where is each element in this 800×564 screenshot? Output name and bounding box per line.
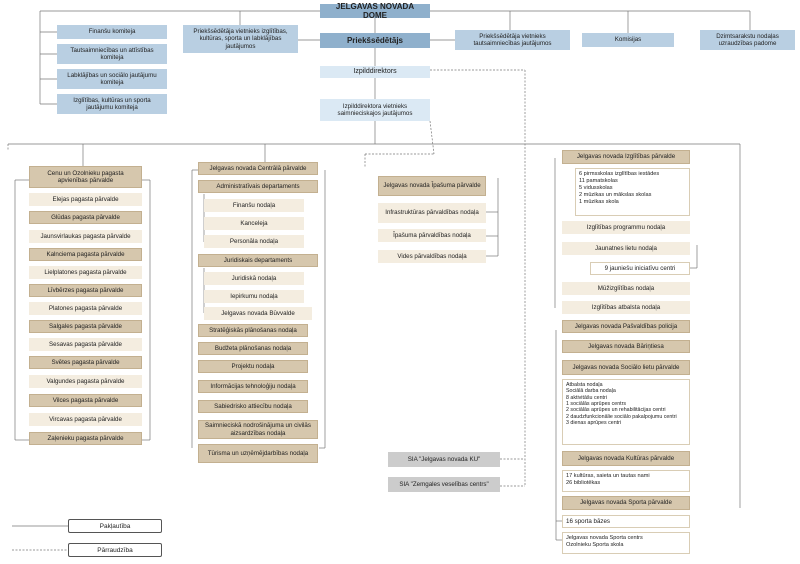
parish-item[interactable]: Kalnciema pagasta pārvalde bbox=[29, 248, 142, 261]
central-unit[interactable]: Informācijas tehnoloģiju nodaļa bbox=[198, 380, 308, 393]
parish-item[interactable]: Glūdas pagasta pārvalde bbox=[29, 211, 142, 224]
social-units-list: Atbalsta nodaļa Sociālā darba nodaļa 8 a… bbox=[562, 379, 690, 445]
central-unit[interactable]: Stratēģiskās plānošanas nodaļa bbox=[198, 324, 308, 337]
sport-centers-item: Jelgavas novada Sporta centrs bbox=[566, 535, 643, 541]
exec-director-box[interactable]: Izpilddirektors bbox=[320, 66, 430, 78]
civil-registry-box[interactable]: Dzimtsarakstu nodaļas uzraudzības padome bbox=[700, 30, 795, 50]
legend-subordination: Pakļautība bbox=[68, 519, 162, 533]
social-list-item: 2 sociālās aprūpes un rehabilitācijas ce… bbox=[566, 407, 666, 414]
sport-centers-list: Jelgavas novada Sporta centrs Ozolnieku … bbox=[562, 532, 690, 554]
culture-list: 17 kultūras, saieta un tautas nami 26 bi… bbox=[562, 470, 690, 492]
company-item[interactable]: SIA "Zemgales veselības centrs" bbox=[388, 477, 500, 492]
police-box[interactable]: Jelgavas novada Pašvaldības policija bbox=[562, 320, 690, 333]
schools-list-item: 6 pirmsskolas izglītības iestādes bbox=[579, 171, 660, 177]
committee-finance[interactable]: Finanšu komiteja bbox=[57, 25, 167, 39]
sport-admin-title[interactable]: Jelgavas novada Sporta pārvalde bbox=[562, 496, 690, 510]
culture-list-item: 26 bibliotēkas bbox=[566, 479, 601, 486]
parish-item[interactable]: Valgundes pagasta pārvalde bbox=[29, 375, 142, 388]
schools-list-item: 5 vidusskolas bbox=[579, 184, 613, 191]
sport-centers-item: Ozolnieku Sporta skola bbox=[566, 541, 624, 548]
committee-education[interactable]: Izglītības, kultūras un sporta jautājumu… bbox=[57, 94, 167, 114]
social-admin-title[interactable]: Jelgavas novada Sociālo lietu pārvalde bbox=[562, 360, 690, 375]
deputy-chair-economy[interactable]: Priekšsēdētāja vietnieks tautsaimniecība… bbox=[455, 30, 570, 50]
deputy-director-box[interactable]: Izpilddirektora vietnieks saimnieciskajo… bbox=[320, 99, 430, 121]
social-list-item: Sociālā darba nodaļa bbox=[566, 388, 616, 395]
central-admin-title[interactable]: Jelgavas novada Centrālā pārvalde bbox=[198, 162, 318, 175]
central-sub-item[interactable]: Juridiskā nodaļa bbox=[204, 272, 304, 285]
parish-item[interactable]: Svētes pagasta pārvalde bbox=[29, 356, 142, 369]
committee-economy[interactable]: Tautsaimniecības un attīstības komiteja bbox=[57, 44, 167, 64]
central-unit[interactable]: Projektu nodaļa bbox=[198, 360, 308, 373]
schools-list-item: 1 mūzikas skola bbox=[579, 198, 619, 205]
chair-box[interactable]: Priekšsēdētājs bbox=[320, 33, 430, 48]
deputy-chair-education[interactable]: Priekšsēdētāja vietnieks izglītības, kul… bbox=[183, 25, 298, 53]
parish-item[interactable]: Zaļenieku pagasta pārvalde bbox=[29, 432, 142, 445]
parish-item[interactable]: Sesavas pagasta pārvalde bbox=[29, 338, 142, 351]
social-list-item: 3 dienas aprūpes centri bbox=[566, 420, 622, 427]
parish-item[interactable]: Lielplatones pagasta pārvalde bbox=[29, 266, 142, 279]
legend-supervision: Pārraudzība bbox=[68, 543, 162, 557]
orphan-court-box[interactable]: Jelgavas novada Bāriņtiesa bbox=[562, 340, 690, 353]
property-admin-title[interactable]: Jelgavas novada Īpašuma pārvalde bbox=[378, 176, 486, 196]
parish-item[interactable]: Salgales pagasta pārvalde bbox=[29, 320, 142, 333]
schools-list-item: 2 mūzikas un mākslas skolas bbox=[579, 191, 652, 198]
commissions-box[interactable]: Komisijas bbox=[582, 33, 674, 47]
admin-department[interactable]: Administratīvais departaments bbox=[198, 180, 318, 193]
sport-bases-box[interactable]: 16 sporta bāzes bbox=[562, 515, 690, 528]
parish-item[interactable]: Vircavas pagasta pārvalde bbox=[29, 413, 142, 426]
education-sub-item[interactable]: Izglītības atbalsta nodaļa bbox=[562, 301, 690, 314]
parish-item[interactable]: Līvbērzes pagasta pārvalde bbox=[29, 284, 142, 297]
education-sub-item[interactable]: Izglītības programmu nodaļa bbox=[562, 221, 690, 234]
parish-item[interactable]: Cenu un Ozolnieku pagasta apvienības pār… bbox=[29, 166, 142, 188]
legal-department[interactable]: Juridiskais departaments bbox=[198, 254, 318, 267]
central-sub-item[interactable]: Finanšu nodaļa bbox=[204, 199, 304, 212]
parish-item[interactable]: Platones pagasta pārvalde bbox=[29, 302, 142, 315]
parish-item[interactable]: Elejas pagasta pārvalde bbox=[29, 193, 142, 206]
education-sub-item[interactable]: Jaunatnes lietu nodaļa bbox=[562, 242, 690, 255]
property-sub-item[interactable]: Infrastruktūras pārvaldības nodaļa bbox=[378, 203, 486, 223]
social-list-item: Atbalsta nodaļa bbox=[566, 382, 603, 388]
committee-welfare[interactable]: Labklājības un sociālo jautājumu komitej… bbox=[57, 69, 167, 89]
education-admin-title[interactable]: Jelgavas novada Izglītības pārvalde bbox=[562, 150, 690, 164]
company-item[interactable]: SIA "Jelgavas novada KU" bbox=[388, 452, 500, 467]
parish-item[interactable]: Vilces pagasta pārvalde bbox=[29, 394, 142, 407]
central-unit[interactable]: Saimnieciskā nodrošinājuma un civilās ai… bbox=[198, 420, 318, 439]
social-list-item: 8 aktivitāšu centri bbox=[566, 394, 607, 401]
schools-list: 6 pirmsskolas izglītības iestādes 11 pam… bbox=[575, 168, 690, 216]
culture-admin-title[interactable]: Jelgavas novada Kultūras pārvalde bbox=[562, 451, 690, 466]
education-sub-item[interactable]: Mūžizglītības nodaļa bbox=[562, 282, 690, 295]
central-sub-item[interactable]: Personāla nodaļa bbox=[204, 235, 304, 248]
schools-list-item: 11 pamatskolas bbox=[579, 177, 618, 184]
property-sub-item[interactable]: Vides pārvaldības nodaļa bbox=[378, 250, 486, 263]
social-list-item: 2 daudzfunkcionālie sociālo pakalpojumu … bbox=[566, 413, 677, 420]
social-list-item: 1 sociālās aprūpes centrs bbox=[566, 401, 627, 408]
central-unit[interactable]: Sabiedrisko attiecību nodaļa bbox=[198, 400, 308, 413]
property-sub-item[interactable]: Īpašuma pārvaldības nodaļa bbox=[378, 229, 486, 242]
central-unit[interactable]: Tūrisma un uzņēmējdarbības nodaļa bbox=[198, 444, 318, 463]
central-sub-item[interactable]: Kanceleja bbox=[204, 217, 304, 230]
culture-list-item: 17 kultūras, saieta un tautas nami bbox=[566, 473, 650, 479]
central-unit[interactable]: Budžeta plānošanas nodaļa bbox=[198, 342, 308, 355]
central-sub-item[interactable]: Iepirkumu nodaļa bbox=[204, 290, 304, 303]
youth-centers-box[interactable]: 9 jauniešu iniciatīvu centri bbox=[590, 262, 690, 275]
parish-item[interactable]: Jaunsvirlaukas pagasta pārvalde bbox=[29, 230, 142, 243]
dome-box[interactable]: JELGAVAS NOVADA DOME bbox=[320, 2, 430, 20]
central-sub-item[interactable]: Jelgavas novada Būvvalde bbox=[204, 307, 312, 320]
